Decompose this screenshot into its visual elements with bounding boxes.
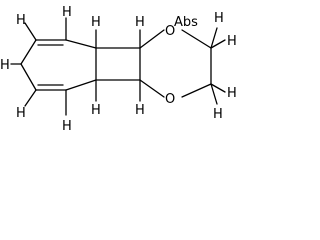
bond [24,22,37,41]
hydrogen-bonds [10,17,226,116]
bond [210,83,226,93]
hydrogen-label: H [16,13,26,28]
bond [210,27,218,49]
bond [65,79,97,91]
cyclobutane-ring [95,47,141,81]
bond [210,83,218,105]
hydrogen-label: H [62,119,72,134]
molecule-structure: H H H H H H H H H H H H H O O Abs [0,5,237,134]
bond [20,39,37,65]
hydrogen-label: H [135,103,145,118]
hydrogen-label: H [213,107,223,122]
dioxane-ring [139,29,212,98]
hydrogen-label: H [135,15,145,30]
bond [65,39,97,49]
bond [210,39,226,49]
abs-label: Abs [174,15,198,30]
bond [139,29,165,49]
hydrogen-label: H [227,86,237,101]
carbocycle-ring [20,39,97,91]
bond [139,79,165,98]
bond [20,63,37,91]
oxygen-label: O [165,24,175,39]
hydrogen-label: H [0,58,10,73]
atom-labels: H H H H H H H H H H H H H O O Abs [0,5,237,134]
hydrogen-label: H [91,103,101,118]
bond [181,83,212,98]
bond [24,89,37,107]
hydrogen-label: H [214,11,224,26]
hydrogen-label: H [91,15,101,30]
hydrogen-label: H [16,106,26,121]
oxygen-label: O [165,92,175,107]
bond [181,29,212,49]
hydrogen-label: H [227,34,237,49]
hydrogen-label: H [62,5,72,20]
